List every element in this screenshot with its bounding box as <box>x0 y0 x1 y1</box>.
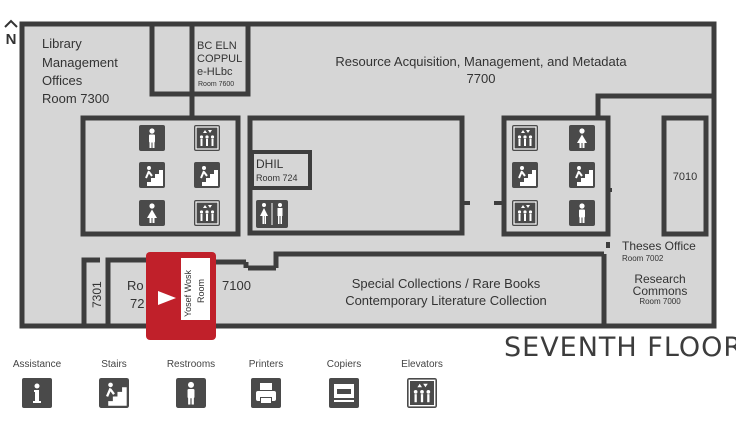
svg-text:Management: Management <box>42 55 118 70</box>
svg-text:e-HLbc: e-HLbc <box>197 66 233 78</box>
legend-printers: Printers <box>234 358 298 408</box>
svg-text:72: 72 <box>130 296 144 311</box>
svg-text:COPPUL: COPPUL <box>197 53 242 65</box>
svg-text:Yosef Wosk: Yosef Wosk <box>183 269 193 317</box>
stairs-icon <box>511 161 539 189</box>
svg-text:7700: 7700 <box>467 71 496 86</box>
elevator-icon <box>511 199 539 227</box>
svg-text:Contemporary Literature Collec: Contemporary Literature Collection <box>345 293 547 308</box>
stairs-icon <box>99 378 129 408</box>
north-label: N <box>6 31 17 48</box>
svg-text:Theses Office: Theses Office <box>622 239 696 253</box>
svg-text:Offices: Offices <box>42 73 83 88</box>
svg-text:BC ELN: BC ELN <box>197 40 237 52</box>
elevator-icon <box>193 199 221 227</box>
svg-text:Room 7002: Room 7002 <box>622 254 664 263</box>
info-icon <box>22 378 52 408</box>
svg-text:Room 7300: Room 7300 <box>42 91 109 106</box>
room-theses-office: Theses Office Room 7002 <box>622 239 696 263</box>
restroom-men-icon <box>139 125 165 151</box>
legend-copiers: Copiers <box>312 358 376 408</box>
svg-text:Room: Room <box>196 279 206 303</box>
room-library-management: Library Management Offices Room 7300 <box>42 36 118 106</box>
restroom-women-icon <box>569 125 595 151</box>
room-dhil: DHIL Room 724 <box>256 157 298 183</box>
floor-title: SEVENTH FLOOR <box>504 332 736 363</box>
legend-assistance: Assistance <box>5 358 69 408</box>
floor-map: N Library Management Offices Room 7300 B… <box>4 19 717 340</box>
legend-elevators: Elevators <box>390 358 454 408</box>
north-arrow-icon <box>4 19 18 28</box>
room-72: Ro 72 <box>127 278 144 311</box>
restroom-women-icon <box>139 200 165 226</box>
stairs-icon <box>568 161 596 189</box>
stairs-icon <box>138 161 166 189</box>
elevator-icon <box>511 124 539 152</box>
svg-text:DHIL: DHIL <box>256 157 284 171</box>
room-bc-eln: BC ELN COPPUL e-HLbc Room 7600 <box>197 40 242 88</box>
svg-text:Room 7000: Room 7000 <box>639 297 681 306</box>
svg-text:Ro: Ro <box>127 278 144 293</box>
printer-icon <box>251 378 281 408</box>
room-resource-acquisition: Resource Acquisition, Management, and Me… <box>335 54 627 86</box>
stairs-icon <box>193 161 221 189</box>
room-research-commons: Research Commons Room 7000 <box>633 272 688 306</box>
elevator-icon <box>193 124 221 152</box>
svg-text:Commons: Commons <box>633 284 688 298</box>
room-special-collections: Special Collections / Rare Books Contemp… <box>345 276 547 308</box>
copier-icon <box>329 378 359 408</box>
yosef-wosk-room-marker[interactable]: Yosef Wosk Room <box>146 252 216 340</box>
svg-text:Room 724: Room 724 <box>256 173 298 183</box>
svg-text:Special Collections / Rare Boo: Special Collections / Rare Books <box>352 276 541 291</box>
restroom-men-icon <box>569 200 595 226</box>
svg-text:Library: Library <box>42 36 82 51</box>
svg-text:Room 7600: Room 7600 <box>198 81 234 88</box>
play-arrow-icon <box>158 291 176 305</box>
svg-text:Resource Acquisition, Manageme: Resource Acquisition, Management, and Me… <box>335 54 627 69</box>
legend-restrooms: Restrooms <box>159 358 223 408</box>
elevator-icon <box>407 378 437 408</box>
room-7301: 7301 <box>90 281 104 308</box>
legend-stairs: Stairs <box>82 358 146 408</box>
room-7010: 7010 <box>673 171 697 183</box>
legend: Assistance Stairs Restrooms Printers Cop… <box>0 358 470 418</box>
room-7100: 7100 <box>222 278 251 293</box>
svg-text:Research: Research <box>634 272 685 286</box>
restroom-icon <box>176 378 206 408</box>
